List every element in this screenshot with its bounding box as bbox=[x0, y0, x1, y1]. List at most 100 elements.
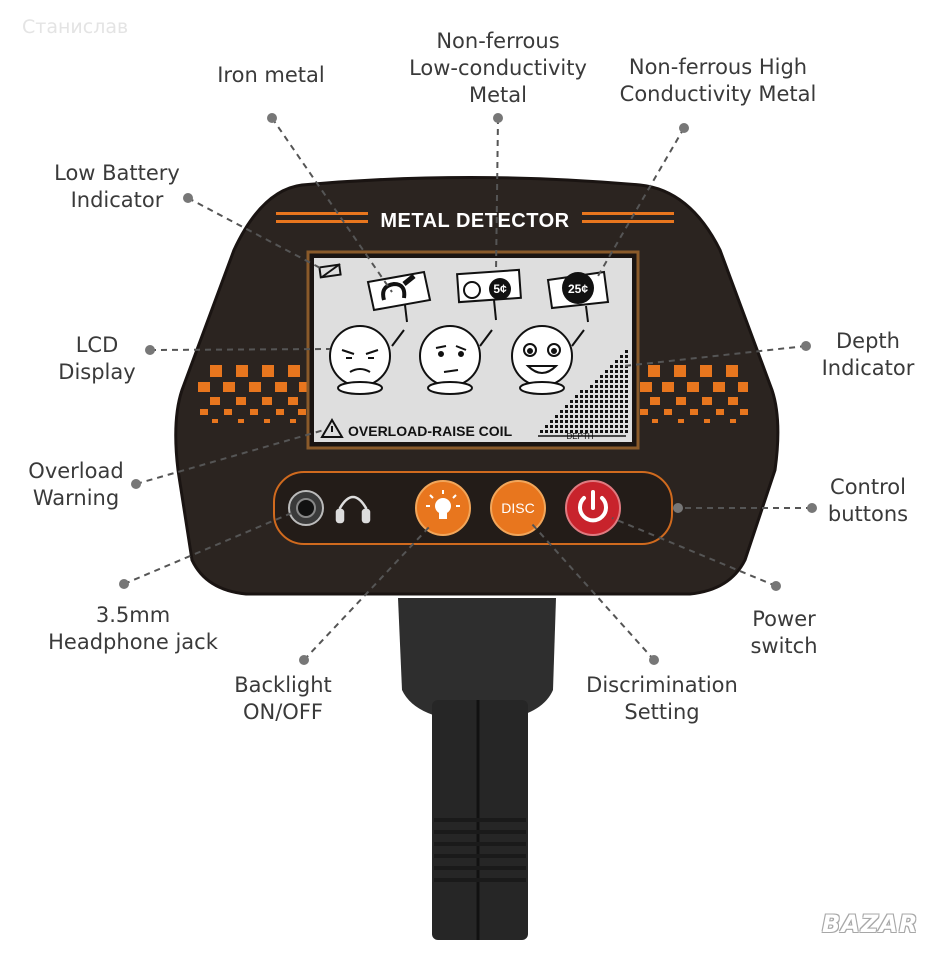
depth-dot bbox=[555, 415, 558, 418]
power-button[interactable] bbox=[565, 480, 621, 536]
depth-dot bbox=[590, 385, 593, 388]
label-iron-metal: Iron metal bbox=[217, 63, 325, 87]
depth-dot bbox=[615, 360, 618, 363]
depth-dot bbox=[545, 425, 548, 428]
depth-dot bbox=[610, 395, 613, 398]
depth-dot bbox=[605, 390, 608, 393]
depth-dot bbox=[600, 395, 603, 398]
title-bars bbox=[276, 212, 674, 223]
depth-dot bbox=[595, 400, 598, 403]
label-non-ferrous-low: Non-ferrous Low-conductivity Metal bbox=[409, 29, 587, 107]
depth-dot bbox=[580, 395, 583, 398]
depth-dot bbox=[595, 425, 598, 428]
depth-dot bbox=[625, 390, 628, 393]
depth-dot bbox=[615, 405, 618, 408]
depth-dot bbox=[560, 415, 563, 418]
depth-dot bbox=[565, 405, 568, 408]
face-sad-icon bbox=[329, 325, 405, 395]
depth-dot bbox=[590, 395, 593, 398]
depth-dot bbox=[560, 410, 563, 413]
depth-dot bbox=[610, 400, 613, 403]
depth-dot bbox=[625, 425, 628, 428]
label-low-battery: Low Battery Indicator bbox=[54, 161, 180, 212]
depth-dot bbox=[595, 420, 598, 423]
depth-dot bbox=[625, 380, 628, 383]
depth-dot bbox=[615, 385, 618, 388]
depth-dot bbox=[585, 430, 588, 433]
depth-dot bbox=[625, 405, 628, 408]
depth-dot bbox=[600, 405, 603, 408]
speaker-grille-left bbox=[198, 365, 307, 423]
depth-dot bbox=[615, 415, 618, 418]
label-control-buttons: Control buttons bbox=[827, 475, 909, 526]
brand-logo: BAZAR bbox=[822, 910, 919, 938]
disc-button[interactable]: DISC bbox=[490, 480, 546, 536]
label-non-ferrous-high: Non-ferrous High Conductivity Metal bbox=[619, 55, 817, 106]
depth-dot bbox=[605, 375, 608, 378]
headphone-jack-icon[interactable] bbox=[288, 490, 324, 526]
depth-dot bbox=[615, 400, 618, 403]
depth-dot bbox=[570, 425, 573, 428]
depth-dot bbox=[555, 430, 558, 433]
depth-dot bbox=[590, 410, 593, 413]
depth-dot bbox=[605, 400, 608, 403]
depth-dot bbox=[625, 360, 628, 363]
depth-dot bbox=[625, 400, 628, 403]
depth-dot bbox=[560, 420, 563, 423]
depth-dot bbox=[625, 430, 628, 433]
depth-dot bbox=[605, 430, 608, 433]
depth-dot bbox=[585, 400, 588, 403]
depth-dot bbox=[610, 380, 613, 383]
depth-dot bbox=[615, 375, 618, 378]
warning-icon bbox=[320, 418, 344, 438]
depth-dot bbox=[580, 430, 583, 433]
depth-dot bbox=[610, 410, 613, 413]
depth-dot bbox=[615, 370, 618, 373]
depth-dot bbox=[620, 385, 623, 388]
disc-button-label: DISC bbox=[501, 500, 534, 516]
depth-dot bbox=[600, 410, 603, 413]
depth-dot bbox=[615, 390, 618, 393]
depth-dot bbox=[625, 420, 628, 423]
depth-dot bbox=[575, 415, 578, 418]
depth-dot bbox=[565, 420, 568, 423]
depth-dot bbox=[595, 380, 598, 383]
speaker-grille-right bbox=[640, 365, 748, 423]
depth-dot bbox=[620, 355, 623, 358]
leader-dots bbox=[119, 113, 817, 665]
depth-dot bbox=[590, 390, 593, 393]
depth-dot bbox=[600, 375, 603, 378]
depth-dot bbox=[620, 405, 623, 408]
depth-dot bbox=[580, 420, 583, 423]
label-overload-warning: Overload Warning bbox=[28, 459, 124, 510]
depth-dot bbox=[570, 430, 573, 433]
depth-dot bbox=[575, 395, 578, 398]
depth-dot bbox=[610, 390, 613, 393]
depth-dot bbox=[585, 390, 588, 393]
backlight-button[interactable] bbox=[415, 480, 471, 536]
depth-dot bbox=[600, 380, 603, 383]
depth-dot bbox=[605, 420, 608, 423]
depth-dot bbox=[620, 415, 623, 418]
label-headphone-jack: 3.5mm Headphone jack bbox=[48, 603, 218, 654]
depth-dot bbox=[600, 420, 603, 423]
depth-dot bbox=[605, 425, 608, 428]
coin-icon bbox=[489, 278, 511, 300]
depth-dot bbox=[560, 430, 563, 433]
depth-dot bbox=[610, 405, 613, 408]
depth-dot bbox=[625, 370, 628, 373]
depth-dot bbox=[565, 415, 568, 418]
depth-dot bbox=[555, 425, 558, 428]
depth-dot bbox=[605, 410, 608, 413]
coin-high-icon bbox=[562, 272, 594, 304]
depth-dot bbox=[610, 420, 613, 423]
depth-dot bbox=[615, 425, 618, 428]
depth-dot bbox=[620, 380, 623, 383]
depth-dot bbox=[625, 410, 628, 413]
depth-dot bbox=[570, 420, 573, 423]
depth-dot bbox=[620, 375, 623, 378]
depth-dot bbox=[610, 365, 613, 368]
depth-dot bbox=[575, 400, 578, 403]
depth-dot bbox=[625, 395, 628, 398]
depth-dot bbox=[550, 430, 553, 433]
